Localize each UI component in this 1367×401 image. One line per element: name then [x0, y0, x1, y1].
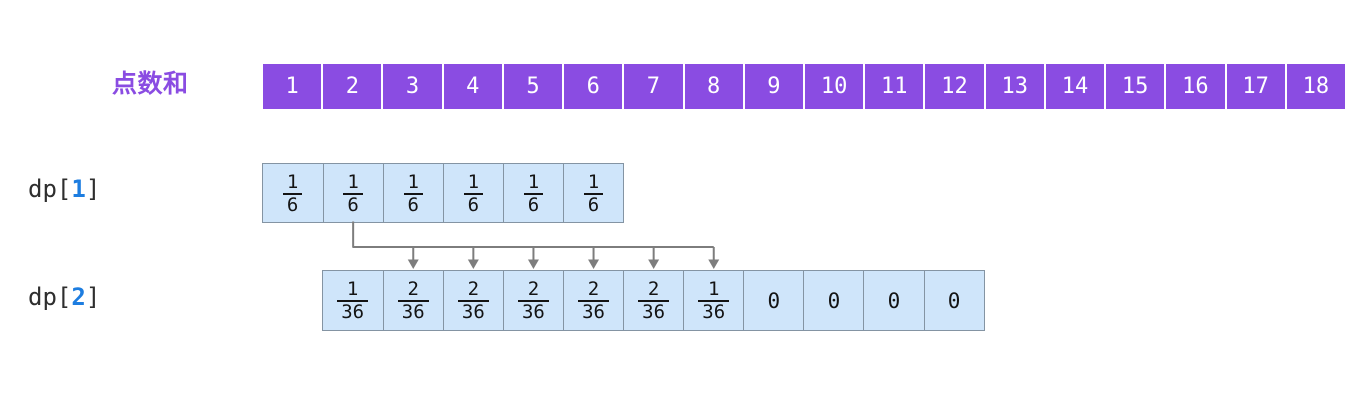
dp2-row-label: dp[2] — [28, 284, 100, 310]
arrow-head — [467, 259, 479, 269]
arrow-head — [588, 259, 600, 269]
dp2-label-index: 2 — [71, 283, 86, 311]
header-cell: 2 — [323, 64, 382, 109]
dp1-label-suffix: ] — [85, 175, 101, 203]
header-cell: 8 — [684, 64, 743, 109]
header-cell: 16 — [1166, 64, 1225, 109]
arrow-head — [708, 259, 720, 269]
header-cell: 1 — [263, 64, 322, 109]
header-cell: 7 — [624, 64, 683, 109]
header-cell: 17 — [1226, 64, 1285, 109]
arrow-head — [407, 259, 419, 269]
zero-value: 0 — [887, 288, 901, 313]
header-cell: 9 — [744, 64, 803, 109]
header-cell: 14 — [1045, 64, 1105, 109]
dp2-cell: 0 — [743, 271, 803, 330]
dp1-row-label: dp[1] — [28, 176, 100, 202]
dp1-label-index: 1 — [71, 175, 86, 203]
dp2-label-suffix: ] — [85, 283, 101, 311]
dp2-cell: 0 — [803, 271, 863, 330]
header-cell: 12 — [925, 64, 984, 109]
header-cell: 5 — [503, 64, 563, 109]
arrow-head — [648, 259, 660, 269]
header-cell: 11 — [865, 64, 924, 109]
sum-of-points-label: 点数和 — [112, 70, 189, 98]
header-cell: 4 — [443, 64, 502, 109]
header-cell: 15 — [1106, 64, 1165, 109]
dp1-label-prefix: dp[ — [28, 175, 72, 203]
arrow-head — [527, 259, 539, 269]
header-cell: 6 — [564, 64, 623, 109]
dp2-label-prefix: dp[ — [28, 283, 72, 311]
zero-value: 0 — [767, 288, 781, 313]
header-cell: 13 — [985, 64, 1044, 109]
header-cell: 18 — [1286, 64, 1345, 109]
header-cell: 3 — [383, 64, 442, 109]
zero-value: 0 — [827, 288, 841, 313]
dp2-cell: 0 — [923, 271, 984, 330]
zero-value: 0 — [947, 288, 961, 313]
header-cell: 10 — [804, 64, 864, 109]
dp2-cell: 0 — [863, 271, 923, 330]
